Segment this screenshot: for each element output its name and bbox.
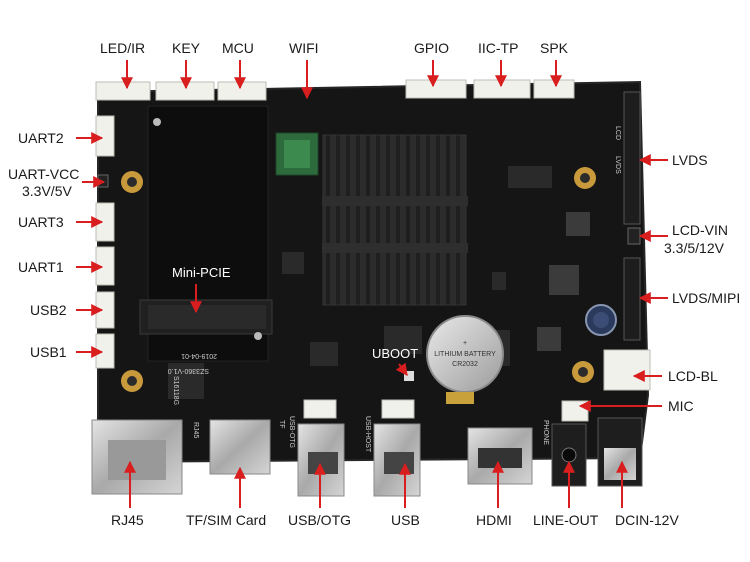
connector-gpio (405, 79, 467, 99)
silk-date: 2019-04-01 (181, 352, 217, 359)
connector-lcd-vin (627, 227, 641, 245)
capacitor (585, 304, 617, 336)
connector-spk (533, 79, 575, 99)
silkscreen: SZ3360-V1.0 2019-04-01 S16118G USB-OTG U… (168, 126, 621, 453)
label-mcu: MCU (222, 40, 254, 56)
connector-lvds-mipi (623, 257, 641, 341)
label-spk: SPK (540, 40, 569, 56)
label-rj45: RJ45 (111, 512, 144, 528)
silk-phone: PHONE (542, 420, 549, 445)
label-lcd-vin: LCD-VIN (672, 222, 729, 238)
label-uart1: UART1 (18, 259, 64, 275)
connector-mic (561, 400, 589, 422)
silk-usb-otg: USB-OTG (288, 416, 295, 448)
silk-rj45: RJ45 (192, 422, 199, 438)
label-usb2: USB2 (30, 302, 67, 318)
svg-text:+: + (463, 340, 467, 347)
label-iic-tp: IIC-TP (478, 40, 519, 56)
coin-battery: + LITHIUM BATTERY CR2032 (426, 315, 504, 404)
label-usb: USB (391, 512, 420, 528)
label-gpio: GPIO (414, 40, 450, 56)
silk-tf: TF (278, 420, 285, 429)
connector-led-ir (95, 81, 151, 101)
label-key: KEY (172, 40, 201, 56)
port-tf-sim (209, 419, 271, 475)
label-tf-sim: TF/SIM Card (186, 512, 267, 528)
label-usb1: USB1 (30, 344, 67, 360)
label-usb-otg: USB/OTG (288, 512, 352, 528)
connector-lcd-bl (603, 349, 651, 391)
heatsink (322, 134, 468, 306)
battery-text-1: LITHIUM BATTERY (434, 351, 496, 358)
label-mini-pcie: Mini-PCIE (172, 265, 231, 280)
label-wifi: WIFI (289, 40, 319, 56)
bottom-ports (91, 399, 643, 497)
label-uboot: UBOOT (372, 346, 419, 361)
label-lcd-bl: LCD-BL (668, 368, 718, 384)
label-uart-vcc-volt: 3.3V/5V (22, 183, 72, 199)
silk-lcd: LCD (614, 126, 621, 140)
connector-lvds (623, 91, 641, 225)
label-uart2: UART2 (18, 130, 64, 146)
silk-model: SZ3360-V1.0 (168, 367, 209, 374)
top-connectors (95, 79, 575, 101)
battery-text-2: CR2032 (452, 361, 478, 368)
silk-chip: S16118G (172, 376, 179, 405)
label-led-ir: LED/IR (100, 40, 146, 56)
ic-chips (168, 166, 590, 399)
label-uart-vcc: UART-VCC (8, 166, 80, 182)
connector-mcu (217, 81, 267, 101)
label-line-out: LINE-OUT (533, 512, 599, 528)
silk-lvds: LVDS (614, 156, 621, 174)
label-lvds-mipi: LVDS/MIPI (672, 290, 741, 306)
silk-usb-host: USB-HOST (364, 416, 371, 453)
label-dcin: DCIN-12V (615, 512, 679, 528)
label-uart3: UART3 (18, 214, 64, 230)
label-hdmi: HDMI (476, 512, 512, 528)
label-lcd-vin-volt: 3.3/5/12V (664, 240, 724, 256)
connector-uart2 (95, 115, 115, 157)
pointer-arrows (76, 60, 668, 508)
label-lvds: LVDS (672, 152, 708, 168)
label-mic: MIC (668, 398, 694, 414)
